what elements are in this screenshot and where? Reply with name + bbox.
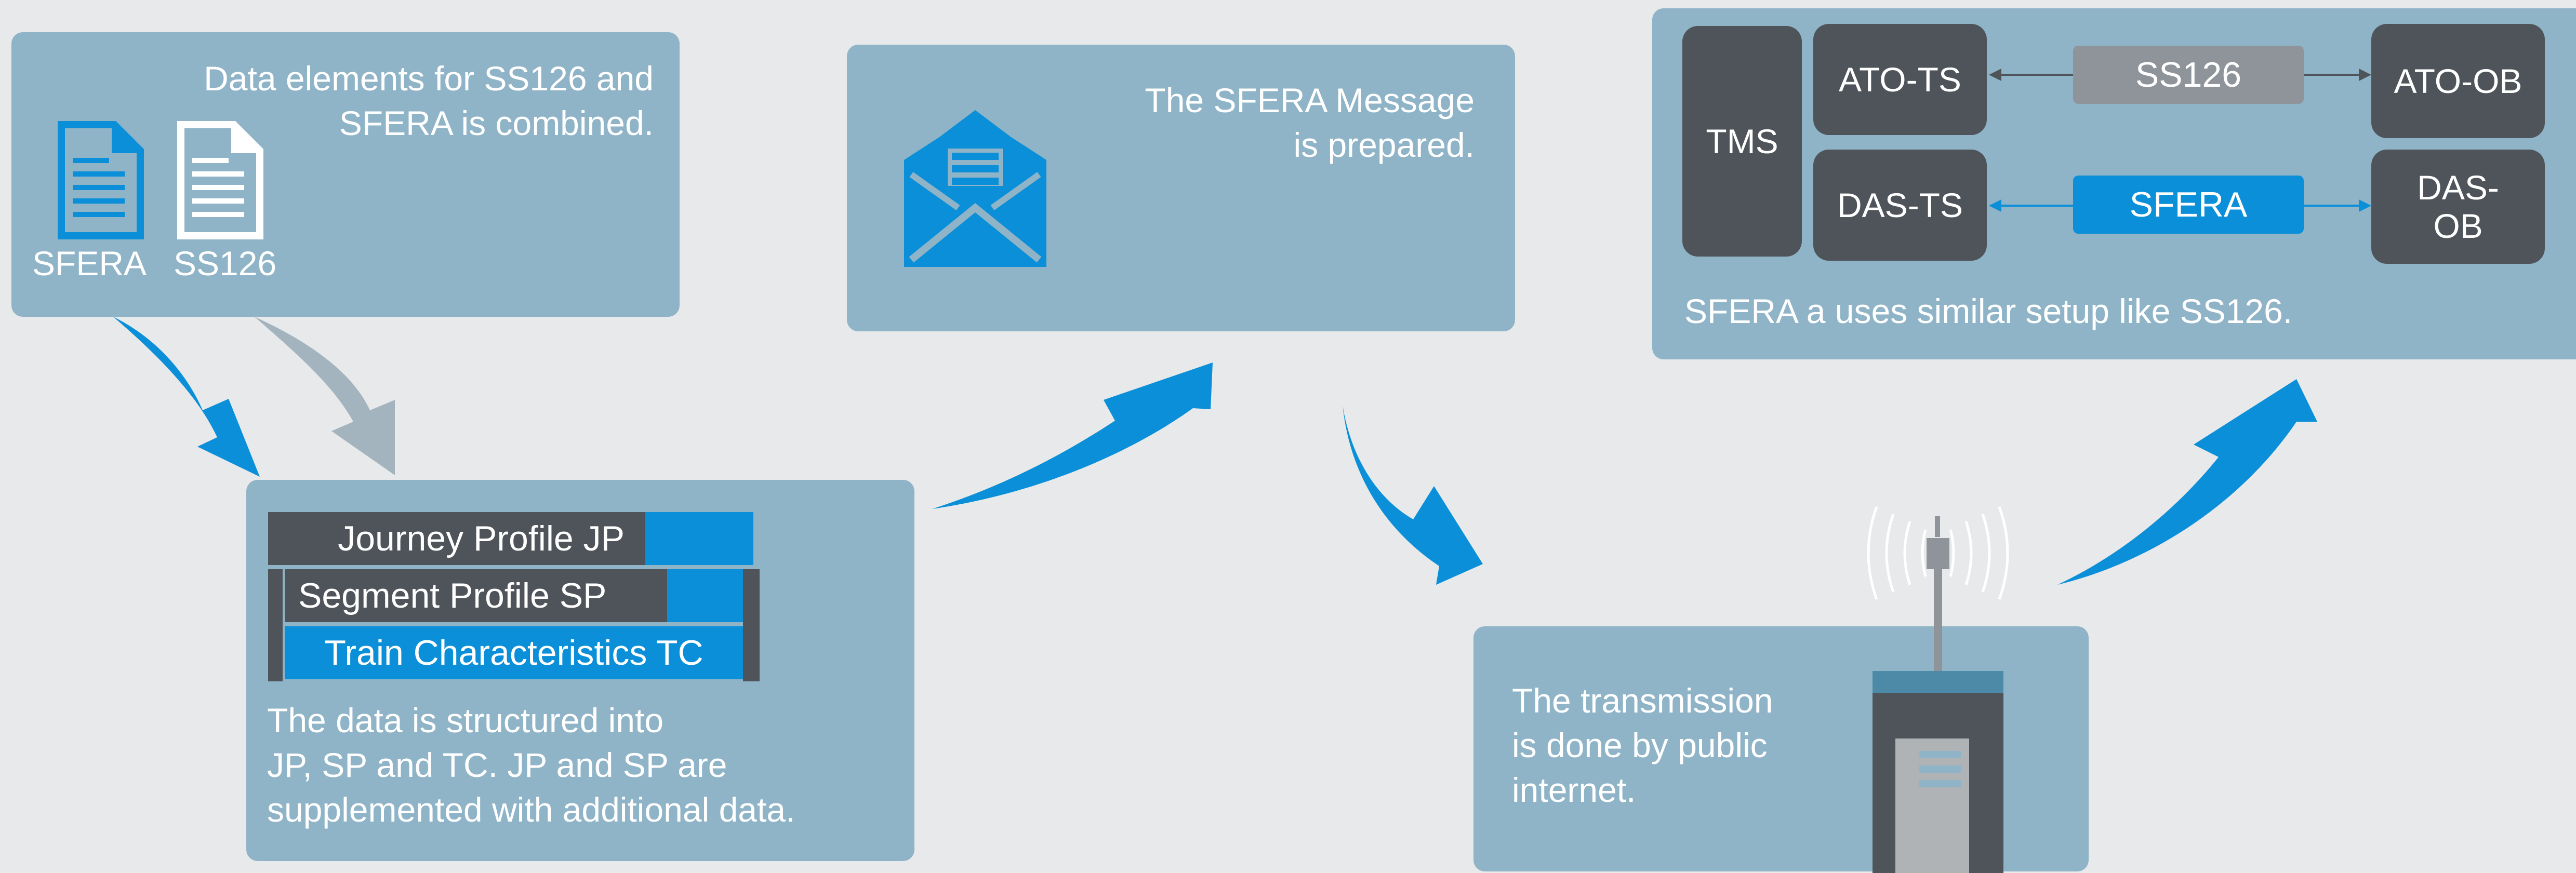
ss126-to-structure-arrow <box>255 317 395 475</box>
message-to-transmission-arrow <box>1343 405 1483 585</box>
sfera-document-label: SFERA <box>32 244 147 283</box>
transmission-text-line3: internet. <box>1512 771 1636 809</box>
transmission-text-line2: is done by public <box>1512 726 1768 764</box>
ss126-link-label: SS126 <box>2135 55 2242 95</box>
sfera-document-icon <box>58 121 144 239</box>
data-structure-panel: Journey Profile JP Segment Profile SP Tr… <box>246 480 914 861</box>
message-text-line2: is prepared. <box>1293 126 1475 164</box>
sfera-arrow-left-line <box>2000 205 2073 207</box>
train-characteristics-label: Train Characteristics TC <box>324 633 703 673</box>
structure-text-line3: supplemented with additional data. <box>267 790 795 829</box>
data-combination-panel: Data elements for SS126 and SFERA is com… <box>11 32 680 317</box>
sfera-arrow-right-line <box>2304 205 2360 207</box>
ss126-arrow-left-line <box>2000 74 2073 76</box>
segment-profile-label: Segment Profile SP <box>298 576 607 615</box>
profile-stack: Journey Profile JP Segment Profile SP Tr… <box>268 512 760 681</box>
train-characteristics-bar: Train Characteristics TC <box>285 626 743 679</box>
structure-to-message-arrow <box>932 362 1213 509</box>
sfera-arrowhead-left <box>1989 199 2001 212</box>
sfera-arrowhead-right <box>2359 199 2371 212</box>
combination-text-line1: Data elements for SS126 and <box>204 59 654 98</box>
ato-ob-label: ATO-OB <box>2394 62 2522 100</box>
journey-profile-bar: Journey Profile JP <box>268 512 645 565</box>
jp-extension <box>645 512 753 565</box>
antenna-tower-icon <box>1867 506 2009 873</box>
ss126-document-label: SS126 <box>174 244 277 283</box>
das-ob-box: DAS- OB <box>2371 150 2545 264</box>
journey-profile-label: Journey Profile JP <box>338 519 625 558</box>
sp-bracket-left <box>268 569 283 681</box>
setup-caption: SFERA a uses similar setup like SS126. <box>1684 292 2293 330</box>
ss126-arrow-right-line <box>2304 74 2360 76</box>
ato-ob-box: ATO-OB <box>2371 24 2545 138</box>
message-prepared-panel: The SFERA Message is prepared. <box>847 45 1515 331</box>
system-setup-panel: TMS ATO-TS DAS-TS ATO-OB DAS- OB SS126 S… <box>1652 8 2576 359</box>
structure-text-line2: JP, SP and TC. JP and SP are <box>267 746 727 784</box>
ss126-document-icon <box>177 121 263 239</box>
das-ob-label-line2: OB <box>2433 207 2483 245</box>
das-ts-label: DAS-TS <box>1837 186 1963 224</box>
ss126-arrowhead-right <box>2359 69 2371 81</box>
sfera-to-structure-arrow <box>113 317 260 477</box>
sfera-link: SFERA <box>2073 176 2304 234</box>
sfera-link-label: SFERA <box>2129 185 2248 224</box>
ato-ts-box: ATO-TS <box>1813 24 1987 135</box>
tms-box: TMS <box>1682 26 1802 257</box>
ato-ts-label: ATO-TS <box>1839 60 1961 99</box>
sp-extension <box>667 569 744 622</box>
das-ts-box: DAS-TS <box>1813 150 1987 261</box>
envelope-icon <box>904 110 1046 267</box>
tms-label: TMS <box>1706 122 1778 160</box>
das-ob-label-line1: DAS- <box>2417 168 2499 207</box>
transmission-text-line1: The transmission <box>1512 681 1773 720</box>
ss126-arrowhead-left <box>1989 69 2001 81</box>
ss126-link: SS126 <box>2073 46 2304 104</box>
sp-bracket-right <box>743 569 760 681</box>
structure-text-line1: The data is structured into <box>267 701 664 740</box>
message-text-line1: The SFERA Message <box>1145 81 1475 119</box>
segment-profile-bar: Segment Profile SP <box>285 569 667 622</box>
transmission-to-setup-arrow <box>2057 379 2317 585</box>
combination-text-line2: SFERA is combined. <box>339 104 654 142</box>
